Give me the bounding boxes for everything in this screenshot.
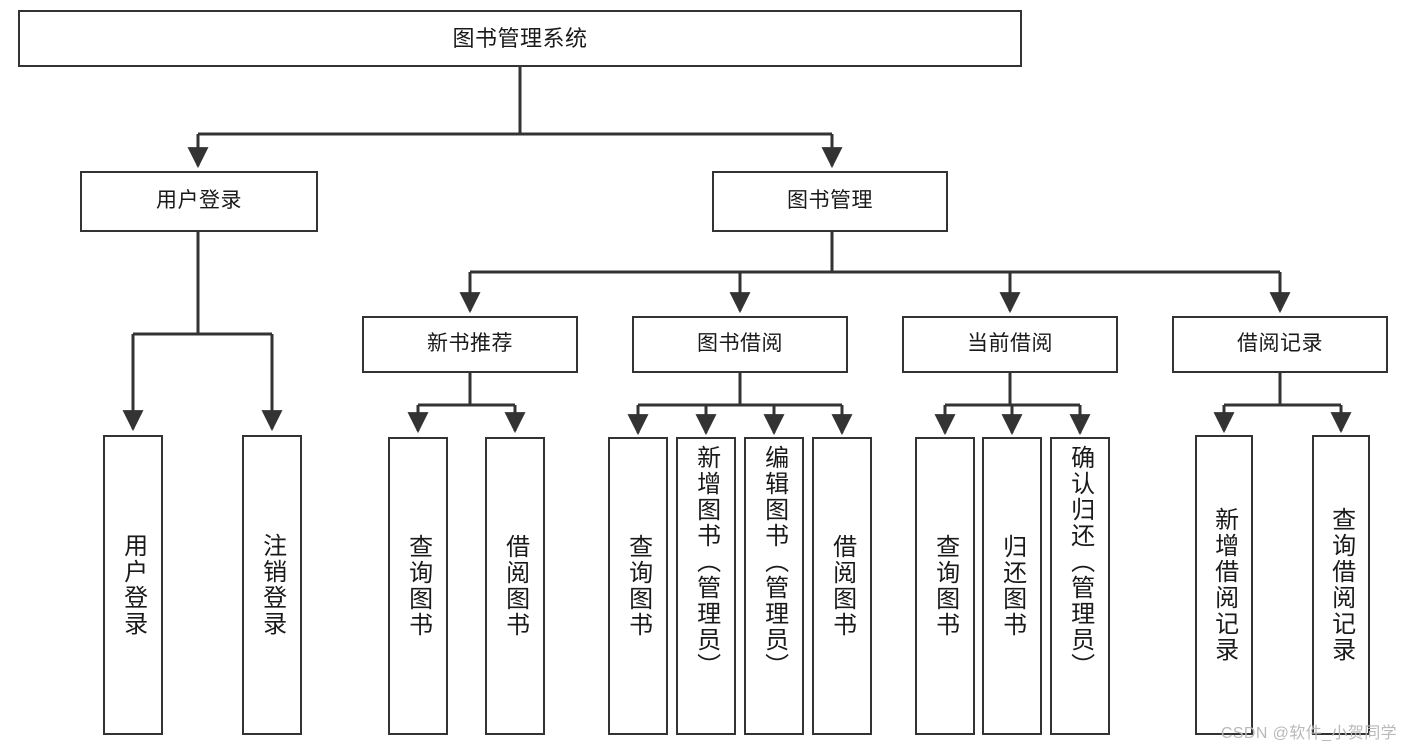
node-book-borrow[interactable]: 图书借阅	[632, 316, 848, 373]
leaf-return-book[interactable]: 归还图书	[982, 437, 1042, 735]
node-current-borrow[interactable]: 当前借阅	[902, 316, 1118, 373]
node-borrow-record[interactable]: 借阅记录	[1172, 316, 1388, 373]
node-label: 用户登录	[119, 533, 147, 637]
node-label: 归还图书	[998, 534, 1026, 638]
node-label: 查询图书	[931, 534, 959, 638]
leaf-query-borrow-record[interactable]: 查询借阅记录	[1312, 435, 1370, 735]
node-label: 图书借阅	[697, 332, 783, 356]
leaf-confirm-return-admin[interactable]: 确认归还（管理员）	[1050, 437, 1110, 735]
leaf-new-book-query[interactable]: 查询图书	[388, 437, 448, 735]
leaf-logout[interactable]: 注销登录	[242, 435, 302, 735]
leaf-borrow-query-book[interactable]: 查询图书	[608, 437, 668, 735]
leaf-add-book-admin[interactable]: 新增图书（管理员）	[676, 437, 736, 735]
node-label: 编辑图书（管理员）	[760, 445, 788, 679]
node-new-book-recommend[interactable]: 新书推荐	[362, 316, 578, 373]
node-label: 借阅图书	[501, 534, 529, 638]
leaf-borrow-book[interactable]: 借阅图书	[812, 437, 872, 735]
node-label: 确认归还（管理员）	[1066, 445, 1094, 679]
watermark: CSDN @软件_小贺同学	[1220, 725, 1397, 742]
node-user-login[interactable]: 用户登录	[80, 171, 318, 232]
leaf-add-borrow-record[interactable]: 新增借阅记录	[1195, 435, 1253, 735]
node-label: 借阅记录	[1237, 332, 1323, 356]
leaf-edit-book-admin[interactable]: 编辑图书（管理员）	[744, 437, 804, 735]
node-label: 新增图书（管理员）	[692, 445, 720, 679]
node-label: 图书管理	[787, 189, 873, 213]
node-label: 借阅图书	[828, 534, 856, 638]
leaf-current-query-book[interactable]: 查询图书	[915, 437, 975, 735]
node-label: 图书管理系统	[452, 25, 588, 51]
node-label: 当前借阅	[967, 332, 1053, 356]
node-label: 查询图书	[404, 534, 432, 638]
node-label: 新增借阅记录	[1210, 507, 1238, 663]
node-label: 用户登录	[156, 189, 242, 213]
leaf-user-login[interactable]: 用户登录	[103, 435, 163, 735]
node-root-library-system[interactable]: 图书管理系统	[18, 10, 1022, 67]
node-book-management[interactable]: 图书管理	[712, 171, 948, 232]
node-label: 注销登录	[258, 533, 286, 637]
leaf-new-book-borrow[interactable]: 借阅图书	[485, 437, 545, 735]
node-label: 查询借阅记录	[1327, 507, 1355, 663]
node-label: 查询图书	[624, 534, 652, 638]
node-label: 新书推荐	[427, 332, 513, 356]
